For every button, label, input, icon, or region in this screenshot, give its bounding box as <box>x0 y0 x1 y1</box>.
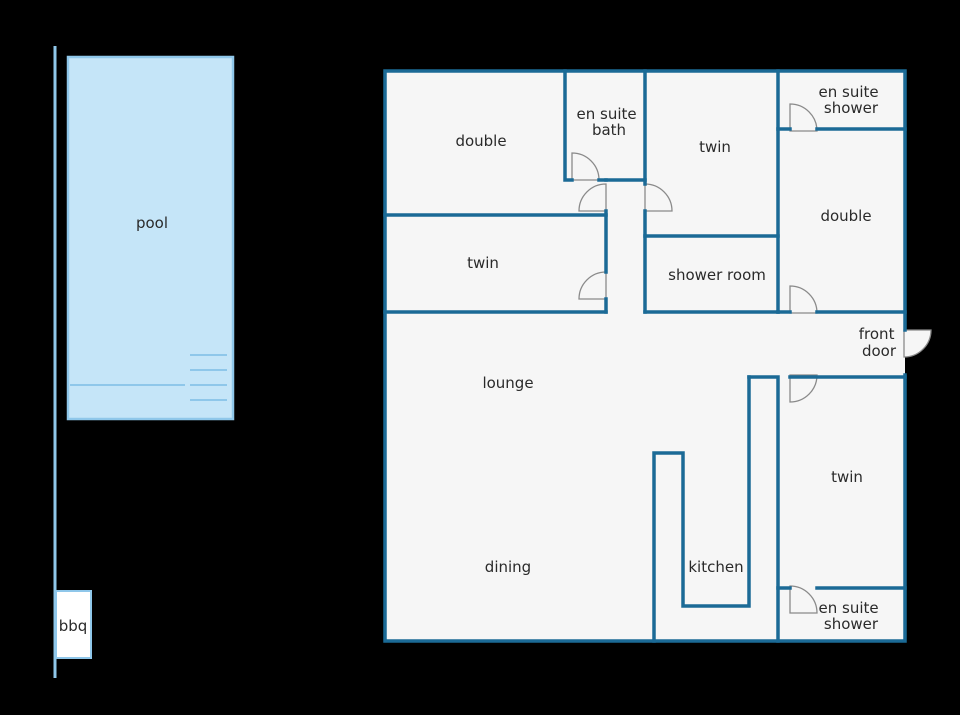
pool-steps <box>190 354 227 401</box>
room-shower-room: shower room <box>668 266 766 284</box>
room-twin-right: twin <box>831 468 863 486</box>
door-twin-top <box>644 183 673 212</box>
bbq-label: bbq <box>59 617 88 635</box>
door-twin-left <box>578 271 607 300</box>
doors <box>571 103 932 614</box>
room-en-suite-shower-top: en suite shower <box>819 83 884 117</box>
label-front-door: front door <box>859 325 899 360</box>
bbq <box>55 590 92 659</box>
bbq-area: bbq <box>55 590 92 659</box>
door-en-suite-shower-top <box>789 103 818 132</box>
room-twin-left: twin <box>467 254 499 272</box>
pool <box>66 55 235 421</box>
pool-area: pool <box>66 55 235 421</box>
pool-label: pool <box>136 214 168 232</box>
door-double-top <box>578 183 607 212</box>
room-en-suite-shower-bottom: en suite shower <box>819 599 884 633</box>
room-lounge: lounge <box>482 374 533 392</box>
outer-wall <box>383 69 907 643</box>
room-twin-top: twin <box>699 138 731 156</box>
room-dining: dining <box>485 558 531 576</box>
room-double-top: double <box>455 132 506 150</box>
door-en-suite-shower-bottom <box>789 585 818 614</box>
room-double-right: double <box>820 207 871 225</box>
room-labels: double en suite bath twin en suite showe… <box>455 83 899 633</box>
door-front <box>903 329 932 358</box>
room-en-suite-bath: en suite bath <box>577 105 642 139</box>
room-kitchen: kitchen <box>688 558 743 576</box>
walls <box>383 69 907 643</box>
